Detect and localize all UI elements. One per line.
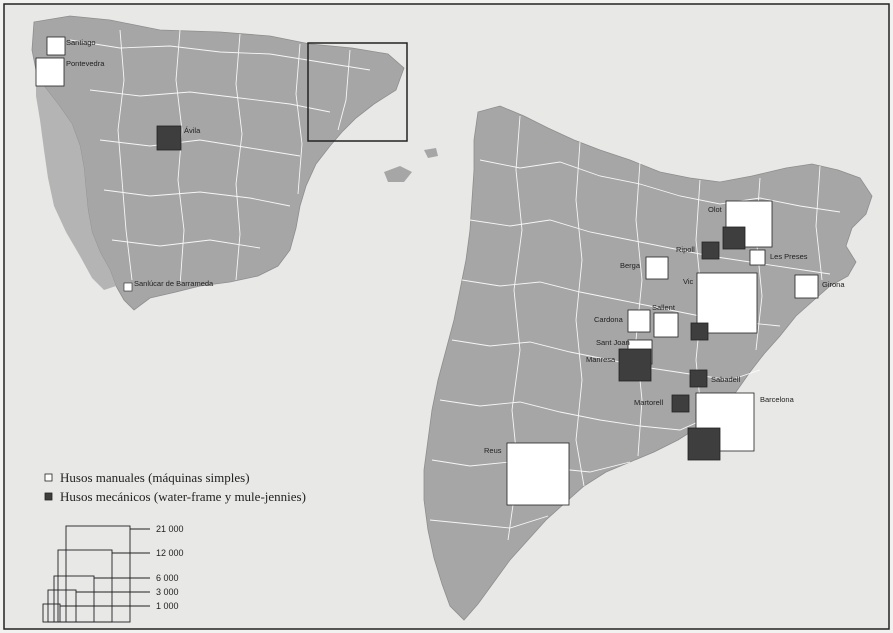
- pontevedra-manual-square: [35, 57, 65, 87]
- label-sallent: Sallent: [652, 303, 676, 312]
- label-barcelona: Barcelona: [760, 395, 795, 404]
- legend-manual-label: Husos manuales (máquinas simples): [60, 470, 250, 485]
- reus-manual-square: [506, 442, 570, 506]
- spain-inset: Santiago Pontevedra Ávila Sanlúcar de Ba…: [31, 15, 438, 311]
- label-cardona: Cardona: [594, 315, 624, 324]
- legend-mechanical-label: Husos mecánicos (water-frame y mule-jenn…: [60, 489, 306, 504]
- portugal-area: [36, 70, 116, 290]
- label-sanlucar: Sanlúcar de Barrameda: [134, 279, 214, 288]
- label-avila: Ávila: [184, 126, 201, 135]
- label-girona: Girona: [822, 280, 845, 289]
- spain-province-borders: [69, 29, 371, 287]
- legend-mechanical-swatch: [44, 492, 53, 501]
- scale-square-1000: [42, 603, 61, 623]
- scale-label-1000: 1 000: [156, 601, 179, 611]
- label-sant-joan: Sant Joan: [596, 338, 630, 347]
- spain-landmass: [31, 15, 405, 311]
- avila-mechanical-square: [156, 125, 182, 151]
- scale-label-3000: 3 000: [156, 587, 179, 597]
- label-olot: Olot: [708, 205, 723, 214]
- label-pontevedra: Pontevedra: [66, 59, 105, 68]
- label-martorell: Martorell: [634, 398, 664, 407]
- balearic-islands: [384, 166, 412, 182]
- scale-label-6000: 6 000: [156, 573, 179, 583]
- catalonia-map: Olot Ripoll Les Preses Berga Vic Girona …: [423, 105, 873, 621]
- label-ripoll: Ripoll: [676, 245, 695, 254]
- label-reus: Reus: [484, 446, 502, 455]
- les-preses-manual-square: [749, 249, 766, 266]
- label-vic: Vic: [683, 277, 694, 286]
- barcelona-mechanical-square: [687, 427, 721, 461]
- olot-mechanical-square: [722, 226, 746, 250]
- cardona-manual-square: [627, 309, 651, 333]
- size-scale: [42, 525, 150, 623]
- ripoll-mechanical-square: [701, 241, 720, 260]
- sanlucar-manual-square: [123, 282, 133, 292]
- legend-manual-swatch: [44, 473, 53, 482]
- label-manresa: Manresa: [586, 355, 616, 364]
- menorca: [424, 148, 438, 158]
- label-sabadell: Sabadell: [711, 375, 741, 384]
- berga-manual-square: [645, 256, 669, 280]
- santiago-manual-square: [46, 36, 66, 56]
- girona-manual-square: [794, 274, 819, 299]
- legend: Husos manuales (máquinas simples) Husos …: [44, 470, 306, 504]
- sallent-manual-square: [653, 312, 679, 338]
- catalonia-highlight-box: [307, 42, 408, 142]
- label-berga: Berga: [620, 261, 641, 270]
- scale-label-12000: 12 000: [156, 548, 184, 558]
- scale-label-21000: 21 000: [156, 524, 184, 534]
- label-les-preses: Les Preses: [770, 252, 808, 261]
- sabadell-mechanical-square: [689, 369, 708, 388]
- manresa-mechanical-square: [618, 348, 652, 382]
- label-santiago: Santiago: [66, 38, 96, 47]
- center-mechanical-square: [690, 322, 709, 341]
- martorell-mechanical-square: [671, 394, 690, 413]
